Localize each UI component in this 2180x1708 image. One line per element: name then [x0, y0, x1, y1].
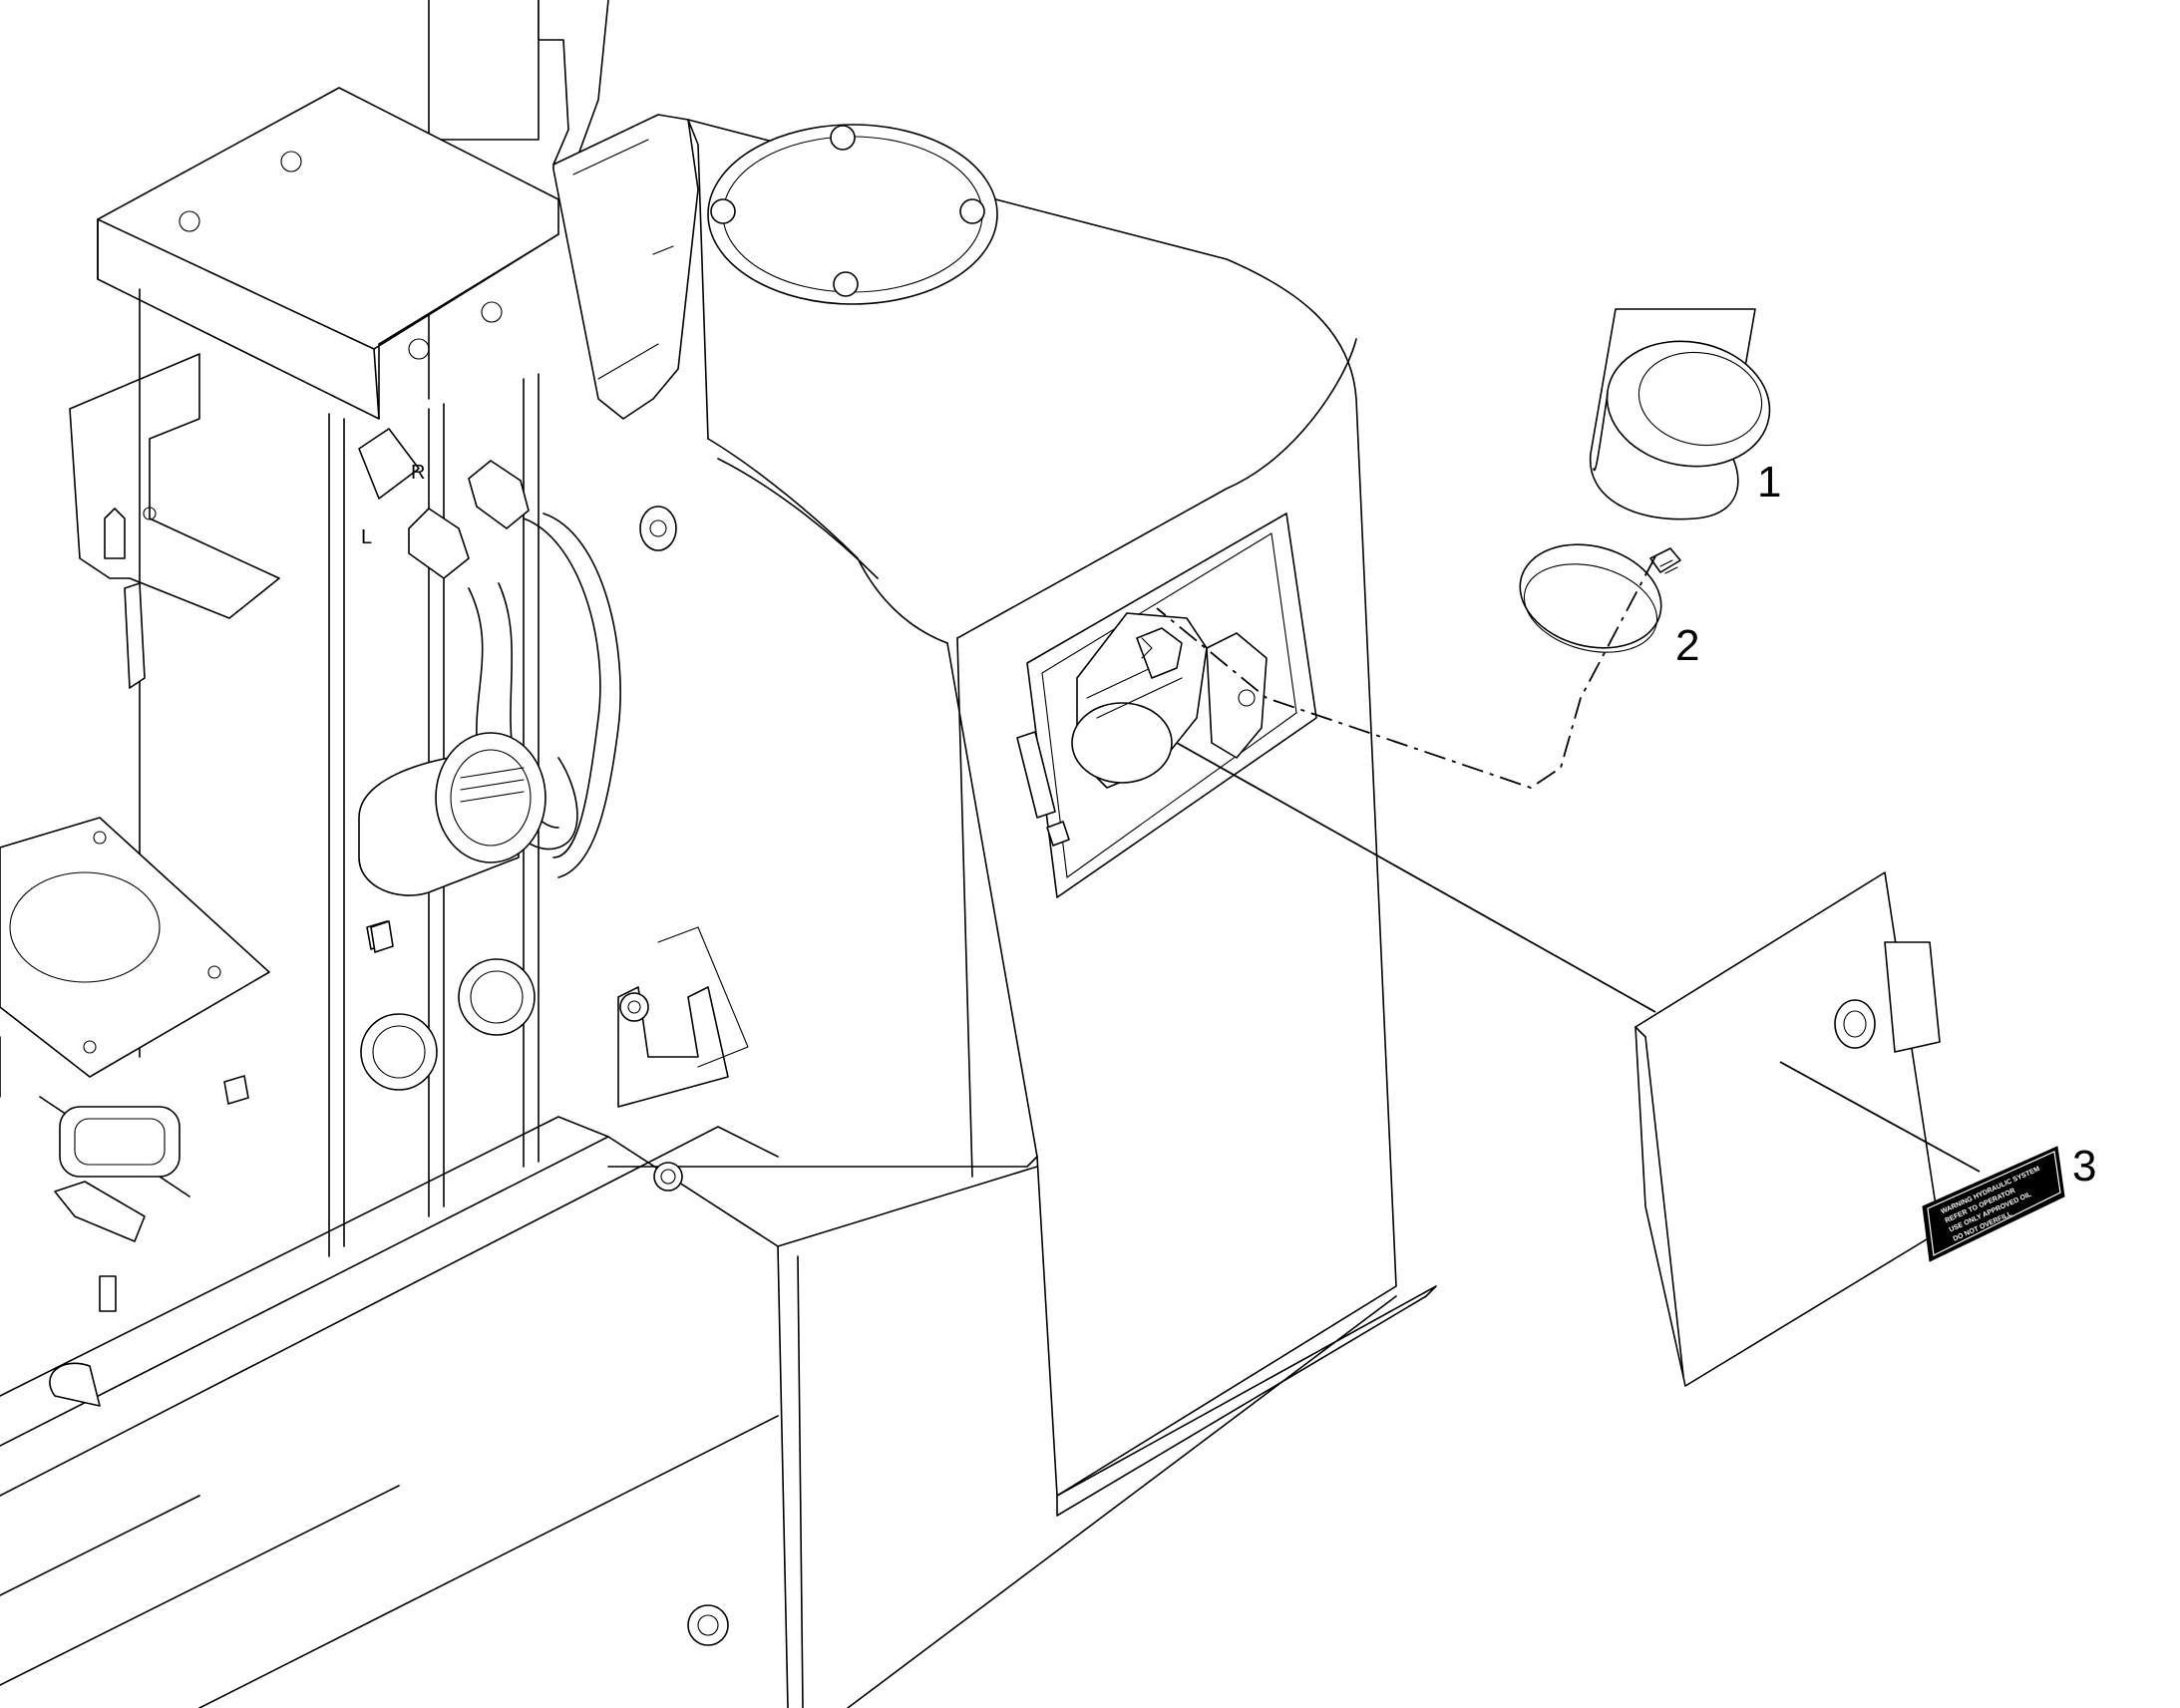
lower-base-beam: [0, 926, 1397, 1708]
part-3-warning-decal: WARNING HYDRAULIC SYSTEM REFER TO OPERAT…: [1922, 1146, 2065, 1262]
access-cover: [1635, 871, 1941, 1387]
callout-3: 3: [2072, 1142, 2096, 1191]
svg-text:L: L: [361, 526, 372, 548]
svg-text:R: R: [411, 462, 425, 484]
tank-housing: [687, 119, 1437, 1517]
part-2-hose-clamp: [1519, 543, 1681, 653]
callout-2: 2: [1675, 621, 1699, 670]
machine-frame: [0, 0, 559, 1312]
part-1-filter-element: [1590, 308, 1771, 520]
callout-1: 1: [1757, 458, 1781, 507]
upper-handle: [538, 0, 699, 551]
column-components: [358, 732, 546, 1091]
filter-window: [1016, 512, 1317, 898]
leader-lines: [1156, 555, 1981, 1173]
